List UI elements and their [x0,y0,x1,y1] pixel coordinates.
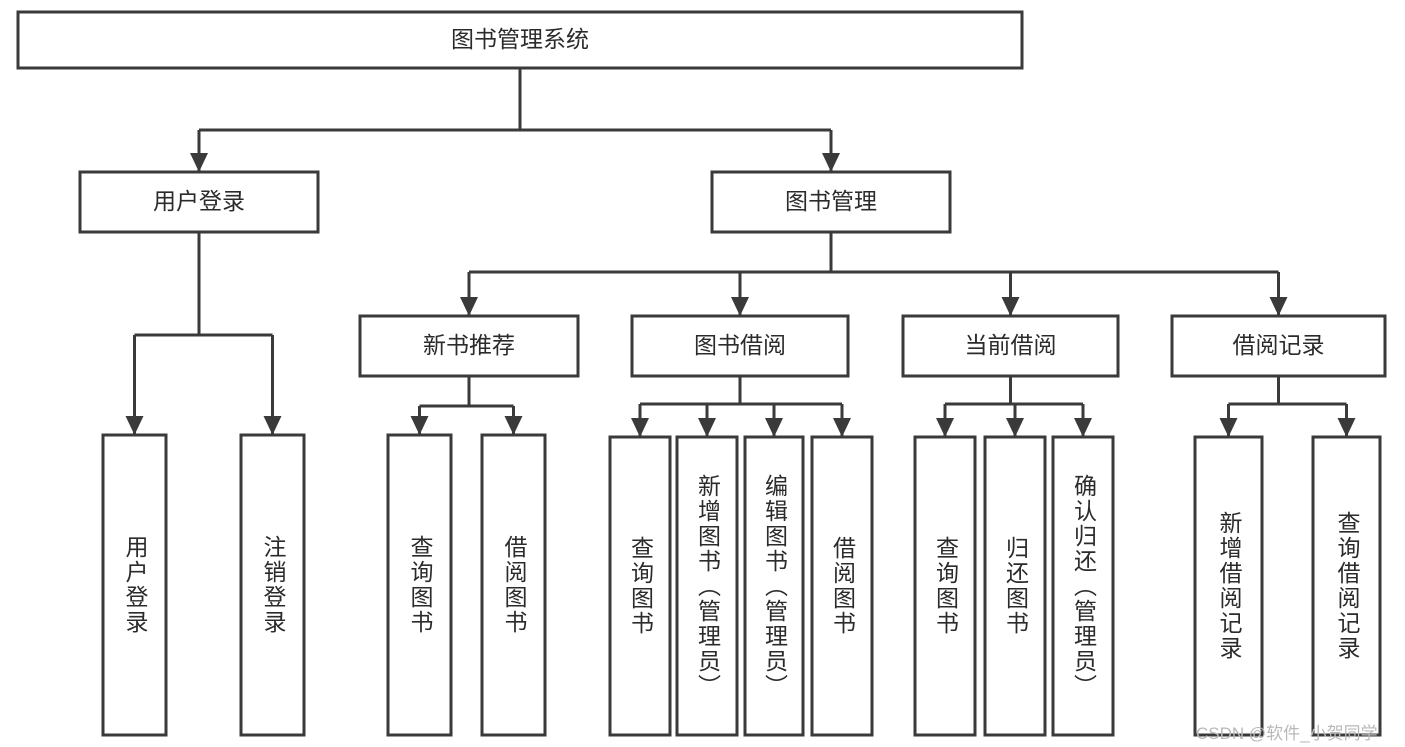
borrow-bus-arrowhead [765,418,783,437]
node-box-root[interactable] [16,10,1024,70]
user-login-bus-arrowhead [263,416,282,435]
node-label-l2_0: 新书推荐 [423,332,515,358]
new-book-bus-arrowhead [410,416,429,435]
node-box-leaf_2[interactable] [386,433,453,737]
node-box-l2_3[interactable] [1170,314,1387,378]
node-box-l1_0[interactable] [78,170,320,234]
node-box-l2_1[interactable] [630,314,850,378]
record-bus-arrowhead [1219,418,1238,437]
current-borrow-bus-arrowhead [1074,418,1092,437]
node-box-leaf_4[interactable] [608,435,672,737]
new-book-bus-arrowhead [504,416,523,435]
borrow-bus-arrowhead [631,418,649,437]
node-box-l1_1[interactable] [710,170,952,234]
node-box-leaf_0[interactable] [101,433,168,737]
node-label-l2_1: 图书借阅 [694,332,786,358]
borrow-bus-arrowhead [698,418,716,437]
node-box-leaf_7[interactable] [810,435,874,737]
node-label-l2_3: 借阅记录 [1233,332,1325,358]
node-box-layer [16,10,1387,737]
node-box-leaf_8[interactable] [913,435,977,737]
record-bus-arrowhead [1337,418,1356,437]
node-box-leaf_3[interactable] [480,433,547,737]
node-box-leaf_10[interactable] [1051,435,1115,737]
node-label-l1_0: 用户登录 [153,188,245,214]
node-box-leaf_6[interactable] [743,435,805,737]
node-label-l2_2: 当前借阅 [965,332,1057,358]
node-box-leaf_9[interactable] [983,435,1047,737]
user-login-bus-arrowhead [125,416,144,435]
node-label-root: 图书管理系统 [451,26,589,52]
book-manage-bus-arrowhead [1269,297,1288,316]
node-box-l2_2[interactable] [901,314,1120,378]
book-manage-bus-arrowhead [731,297,749,316]
book-manage-bus-arrowhead [1001,297,1020,316]
borrow-bus-arrowhead [833,418,851,437]
root-bus-arrowhead [822,153,840,172]
node-label-l1_1: 图书管理 [785,188,877,214]
node-box-leaf_11[interactable] [1193,435,1264,737]
book-manage-bus-arrowhead [460,297,478,316]
node-box-leaf_1[interactable] [239,433,306,737]
root-bus-arrowhead [190,153,208,172]
node-box-l2_0[interactable] [358,314,580,378]
current-borrow-bus-arrowhead [1006,418,1024,437]
node-box-leaf_5[interactable] [675,435,739,737]
connector-layer [125,68,1356,437]
current-borrow-bus-arrowhead [936,418,954,437]
node-box-leaf_12[interactable] [1311,435,1382,737]
